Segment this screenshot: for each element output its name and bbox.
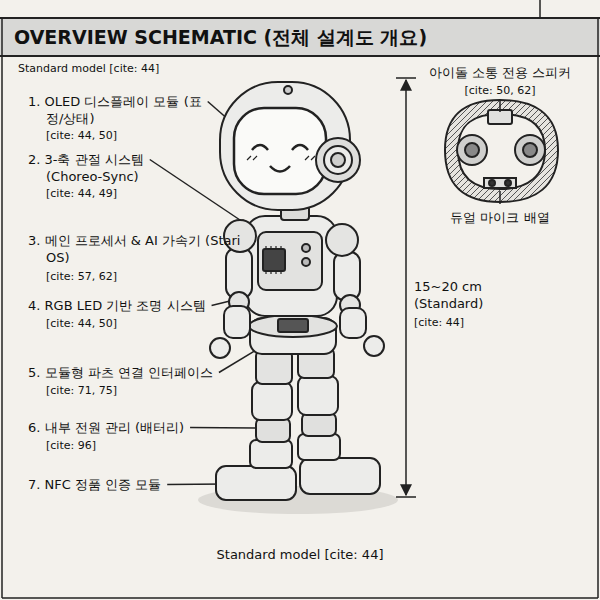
mic xyxy=(489,180,495,186)
dimension-label: 15~20 cm (Standard) xyxy=(414,278,499,312)
leader-line xyxy=(499,191,501,204)
mic-board xyxy=(484,178,516,188)
callout-label: 7. NFC 정품 인증 모듈 xyxy=(28,476,161,493)
mic xyxy=(505,180,511,186)
title-band xyxy=(0,18,600,56)
ear xyxy=(316,138,360,182)
eyes xyxy=(252,145,308,150)
left-shin xyxy=(250,440,292,468)
right-thigh xyxy=(298,376,338,415)
callout-label: 2. 3-축 관절 시스템 (Choreo-Sync) xyxy=(28,151,196,185)
left-thigh xyxy=(252,382,292,420)
title-text: OVERVIEW SCHEMATIC (전체 설계도 개요) xyxy=(14,26,427,48)
title-rule xyxy=(0,17,600,19)
speaker xyxy=(457,135,487,165)
citation: [cite: 96] xyxy=(46,437,96,454)
ear-ring xyxy=(324,146,352,174)
leader-line xyxy=(499,100,501,112)
torso xyxy=(245,216,337,316)
right-shoulder xyxy=(326,224,358,256)
right-forearm xyxy=(340,308,366,338)
led xyxy=(302,258,310,266)
processor-chip xyxy=(263,249,285,271)
caption-text: Standard model [cite: 44] xyxy=(0,546,600,563)
part-label: 듀얼 마이크 배열 xyxy=(400,209,600,226)
citation: [cite: 44, 50] xyxy=(46,127,117,144)
citation: [cite: 44, 49] xyxy=(46,185,117,202)
left-hip xyxy=(256,350,292,384)
led xyxy=(302,244,310,252)
speaker-core xyxy=(523,143,537,157)
citation: [cite: 57, 62] xyxy=(46,268,117,285)
right-foot xyxy=(300,458,380,494)
cheeks xyxy=(247,156,315,160)
chip-pins xyxy=(266,246,281,274)
citation: [cite: 71, 75] xyxy=(46,382,117,399)
ear-core xyxy=(331,153,345,167)
dimension-tick xyxy=(396,77,416,79)
frame-line xyxy=(1,18,3,598)
head-section xyxy=(445,100,558,202)
frame-line xyxy=(2,597,598,599)
left-upper-arm xyxy=(226,248,252,298)
right-upper-arm xyxy=(334,252,360,300)
right-hand xyxy=(364,336,384,356)
speaker-inset xyxy=(445,100,558,202)
part-label: 아이돌 소통 전용 스피커 xyxy=(400,64,600,81)
right-knee xyxy=(302,413,336,436)
waist-disc xyxy=(249,315,337,337)
model-note: Standard model [cite: 44] xyxy=(18,60,159,77)
left-hand xyxy=(210,338,230,358)
callout-label: 6. 내부 전원 관리 (배터리) xyxy=(28,419,184,436)
frame-line xyxy=(539,0,541,18)
speaker xyxy=(515,135,545,165)
interface-chip xyxy=(278,319,308,332)
robot xyxy=(198,82,398,514)
right-shin xyxy=(298,434,340,460)
mouth xyxy=(270,166,290,172)
chest-panel xyxy=(258,232,322,290)
dimension-tick xyxy=(396,496,416,498)
oled-screen xyxy=(234,108,326,194)
speaker-core xyxy=(465,143,479,157)
head-sensor xyxy=(284,86,292,94)
citation: [cite: 50, 62] xyxy=(400,82,600,99)
dimension-line xyxy=(405,80,407,495)
left-knee xyxy=(256,418,290,442)
callout-label: 4. RGB LED 기반 조명 시스템 xyxy=(28,297,206,314)
callout-label: 5. 모듈형 파츠 연결 인터페이스 xyxy=(28,364,213,381)
left-forearm xyxy=(224,306,250,338)
bracket xyxy=(488,110,512,124)
callout-label: 1. OLED 디스플레이 모듈 (표정/상태) xyxy=(28,93,216,127)
citation: [cite: 44] xyxy=(414,314,464,331)
left-foot xyxy=(216,466,296,500)
frame-line xyxy=(597,18,599,598)
citation: [cite: 44, 50] xyxy=(46,315,117,332)
callout-label: 3. 메인 프로세서 & AI 가속기 (Stari OS) xyxy=(28,232,241,266)
head-cavity xyxy=(458,114,545,189)
title-rule xyxy=(0,55,600,57)
